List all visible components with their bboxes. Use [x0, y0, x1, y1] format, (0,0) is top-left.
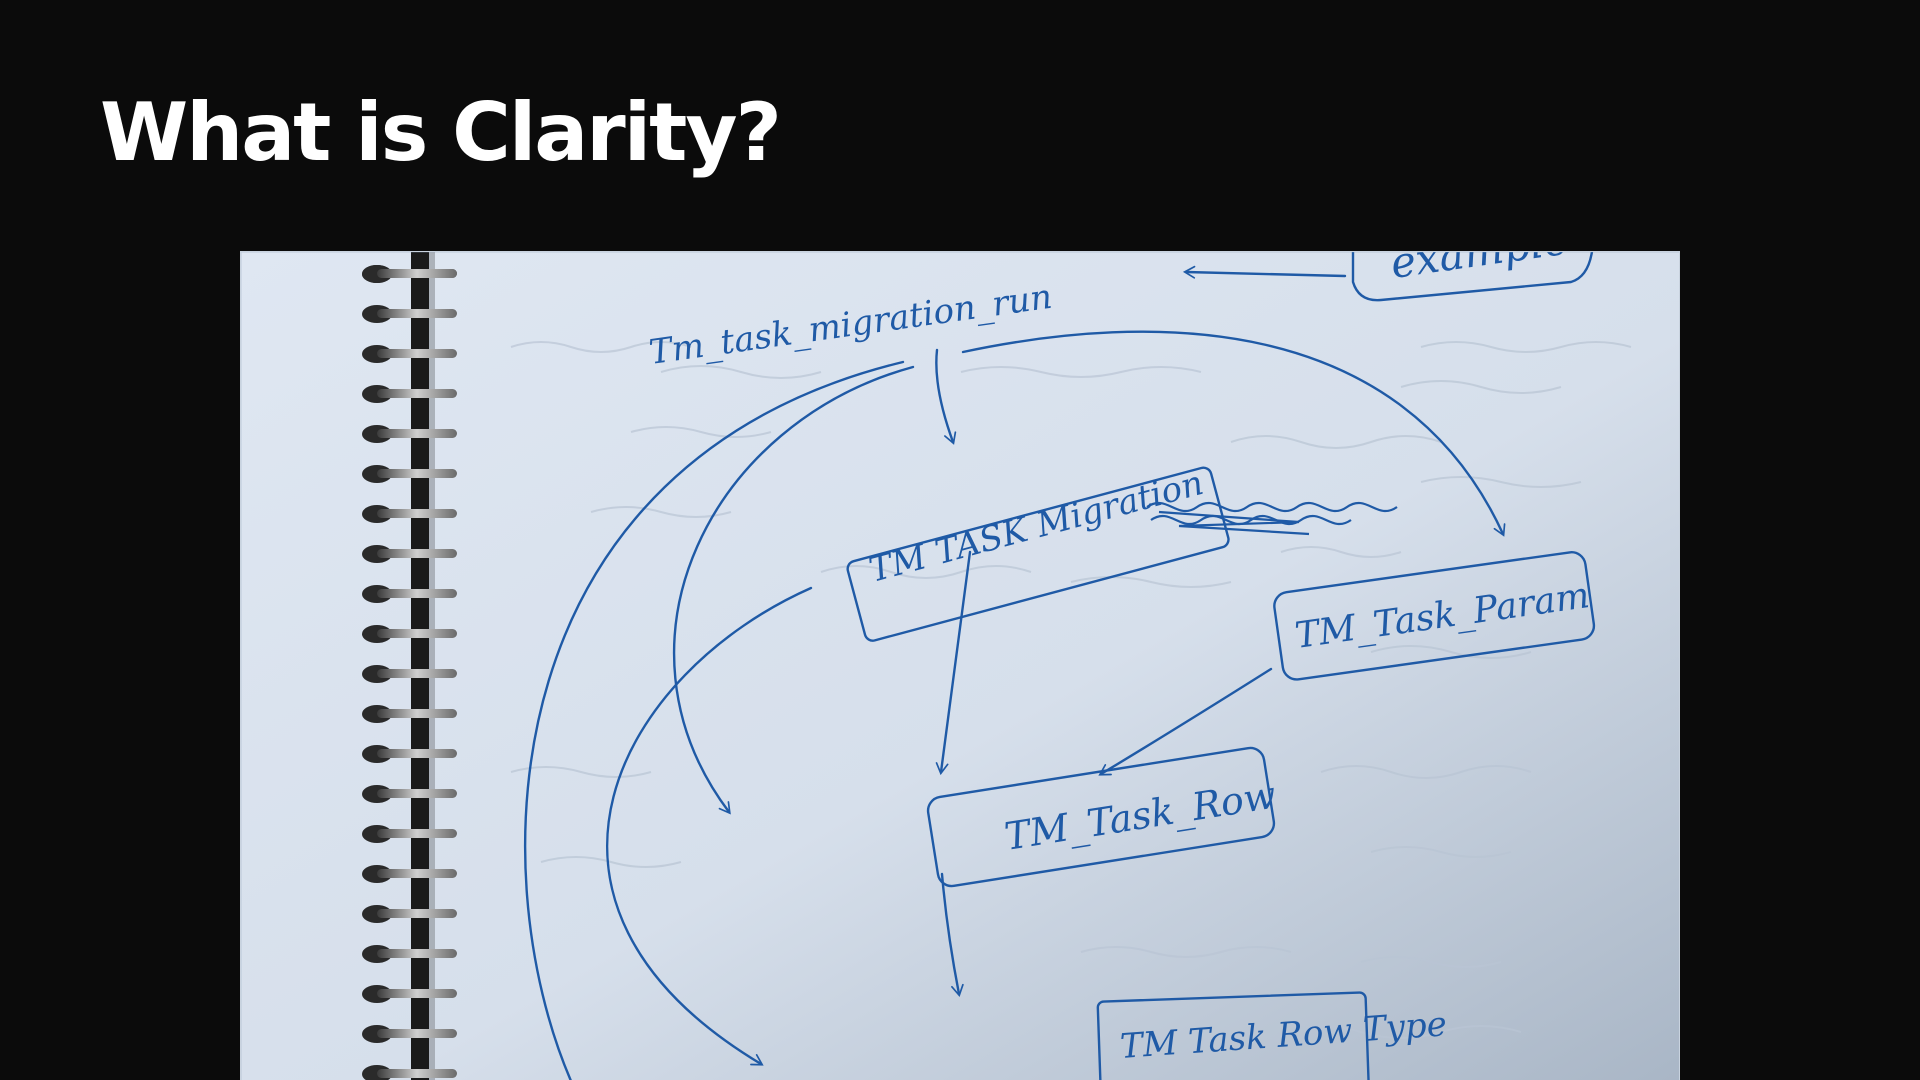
notebook-sketch: Tm_task_migration_run example TM TASK Mi… — [241, 252, 1680, 1080]
slide-title: What is Clarity? — [100, 78, 780, 188]
paper-background — [241, 252, 1680, 1080]
notebook-photo: Tm_task_migration_run example TM TASK Mi… — [240, 251, 1680, 1080]
